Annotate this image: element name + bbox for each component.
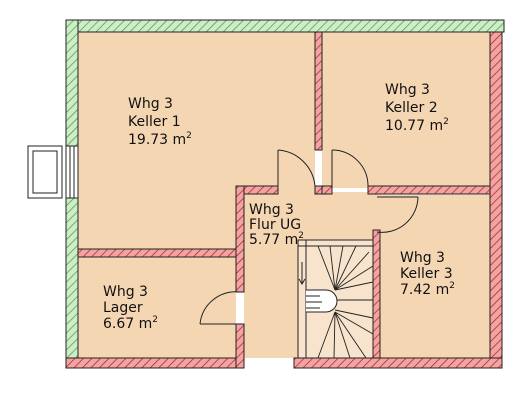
room-lager [78, 257, 236, 358]
exterior-wall-north [65, 19, 505, 33]
wall-east [489, 31, 503, 369]
keller-2-label: Whg 3 Keller 2 10.77 m2 [385, 82, 449, 134]
wall-keller1-keller2-lower [314, 185, 323, 195]
keller-1-label: Whg 3 Keller 1 19.73 m2 [128, 96, 192, 148]
keller-3-label: Whg 3 Keller 3 7.42 m2 [400, 250, 457, 298]
exterior-wall-west-lower [65, 197, 79, 359]
wall-keller2-south-left [321, 185, 333, 195]
room-keller-3 [380, 195, 490, 358]
staircase-icon [297, 239, 374, 359]
wall-flur-west-lower [235, 323, 245, 369]
wall-flur-west-upper [235, 185, 245, 293]
door-keller1-flur [277, 149, 316, 190]
room-labels: Whg 3 Keller 1 19.73 m2 Whg 3 Keller 2 1… [103, 82, 457, 332]
exterior-walls [65, 19, 505, 359]
room-keller-2 [322, 32, 490, 188]
door-swing-icon [199, 149, 419, 325]
flur-ug-label: Whg 3 Flur UG 5.77 m2 [249, 202, 306, 248]
wall-south-left [65, 357, 245, 369]
room-floors [78, 32, 490, 358]
window-icon [27, 145, 79, 199]
door-lager-flur [199, 291, 241, 325]
lager-label: Whg 3 Lager 6.67 m2 [103, 284, 158, 332]
wall-keller1-keller2-upper [314, 31, 323, 151]
wall-keller3-west [372, 229, 381, 359]
exterior-wall-west-upper [65, 19, 79, 147]
door-keller3-flur [376, 196, 419, 233]
door-keller2-flur [331, 149, 369, 190]
wall-south-right [293, 357, 503, 369]
wall-keller2-south-right [367, 185, 491, 195]
wall-keller1-lager [77, 248, 245, 258]
